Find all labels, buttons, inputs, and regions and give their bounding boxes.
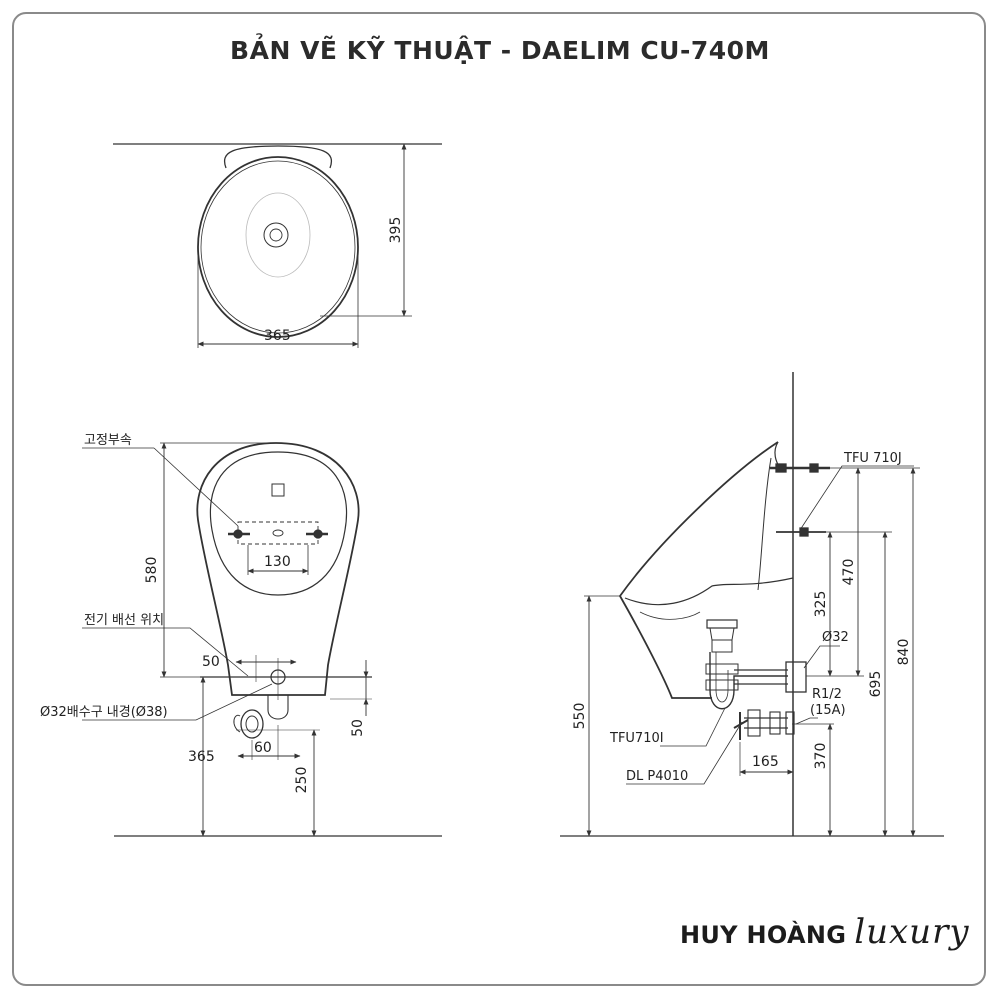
dim-lip-offset: 50: [350, 719, 366, 737]
side-view: [560, 372, 944, 837]
dim-total-height: 840: [896, 639, 912, 666]
page-title: BẢN VẼ KỸ THUẬT - DAELIM CU-740M: [230, 36, 770, 65]
label-valve: DL P4010: [626, 769, 688, 784]
label-drain-pipe: Ø32: [822, 630, 849, 645]
dim-top-width: 365: [264, 328, 291, 344]
label-water-line: R1/2: [812, 687, 842, 702]
dim-bracket-gap: 470: [841, 559, 857, 586]
label-water-size: (15A): [810, 703, 846, 718]
brand-script: luxury: [854, 912, 970, 952]
dim-valve-height: 370: [813, 743, 829, 770]
dim-inlet-height: 695: [868, 671, 884, 698]
front-view: [82, 442, 442, 837]
brand-logo: HUY HOÀNG luxury: [680, 912, 970, 972]
label-drain-diameter: Ø32배수구 내경(Ø38): [40, 705, 168, 720]
label-upper-bracket: TFU 710J: [843, 451, 902, 466]
dim-lip-height: 550: [572, 703, 588, 730]
label-fixing-hardware: 고정부속: [84, 433, 132, 448]
dim-top-depth: 395: [388, 217, 404, 244]
top-view: [113, 143, 442, 348]
dim-floor-to-drain: 365: [188, 749, 215, 765]
label-lower-bracket: TFU710I: [609, 731, 664, 746]
label-electric-wiring: 전기 배선 위치: [84, 613, 164, 628]
drawing-frame: [12, 12, 986, 986]
dim-drain-offset: 60: [254, 740, 272, 756]
dim-front-height: 580: [144, 557, 160, 584]
brand-name: HUY HOÀNG: [680, 921, 847, 949]
dim-trap-height: 250: [294, 767, 310, 794]
dim-upper-height: 325: [813, 591, 829, 618]
dim-electric-offset: 50: [202, 654, 220, 670]
dim-projection: 165: [752, 754, 779, 770]
dim-bolt-spacing: 130: [264, 554, 291, 570]
